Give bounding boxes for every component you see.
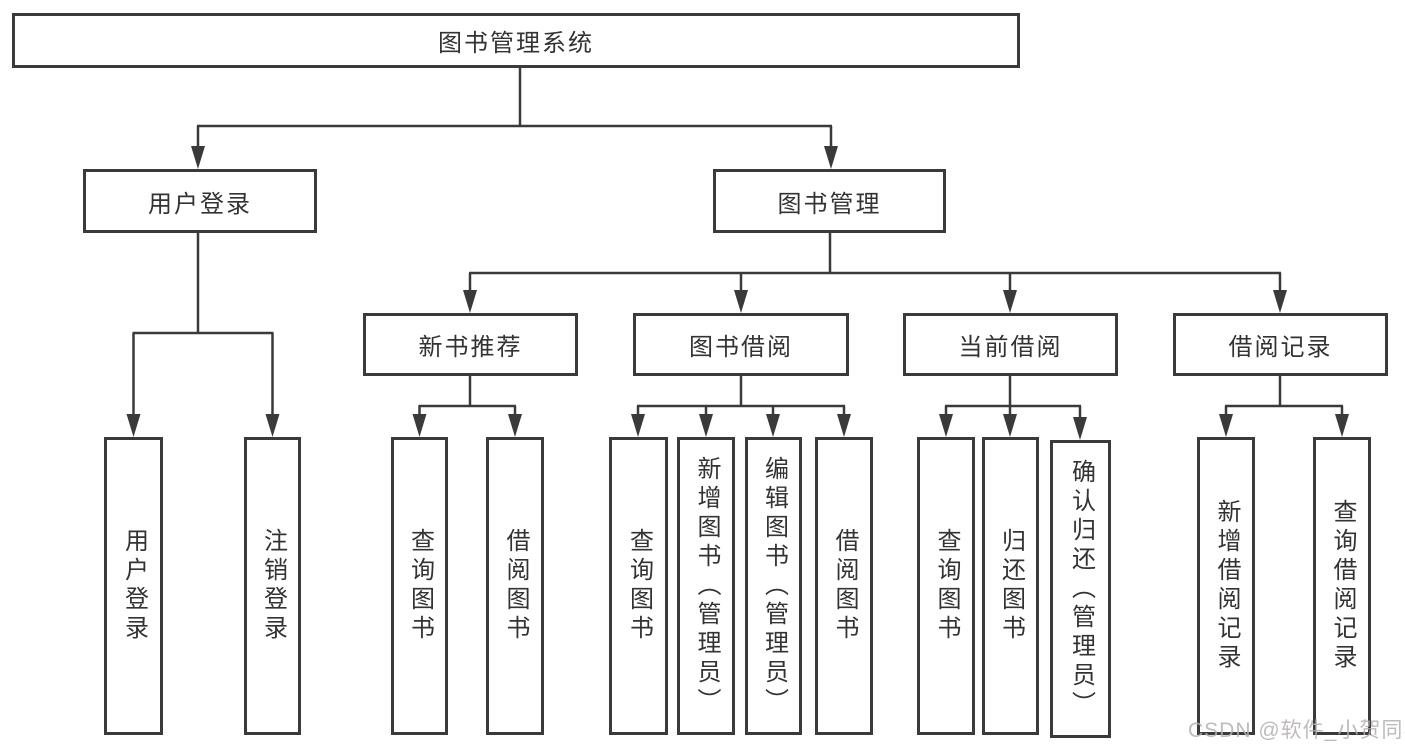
node-book-management: 图书管理 bbox=[713, 169, 946, 233]
leaf-br-query-record-label: 查询借阅记录 bbox=[1329, 499, 1356, 673]
node-user-login: 用户登录 bbox=[83, 169, 317, 233]
leaf-bb-borrow-books: 借阅图书 bbox=[815, 437, 873, 735]
leaf-bb-borrow-books-label: 借阅图书 bbox=[831, 528, 858, 644]
node-book-borrow-label: 图书借阅 bbox=[689, 334, 793, 361]
node-book-management-label: 图书管理 bbox=[777, 190, 882, 218]
leaf-user-login: 用户登录 bbox=[104, 437, 163, 735]
leaf-cb-confirm-return-admin: 确认归还（管理员） bbox=[1050, 440, 1111, 738]
leaf-nb-borrow-books: 借阅图书 bbox=[486, 437, 544, 735]
leaf-br-query-record: 查询借阅记录 bbox=[1313, 437, 1371, 735]
leaf-cb-return-books-label: 归还图书 bbox=[997, 528, 1025, 644]
leaf-bb-edit-books-admin: 编辑图书（管理员） bbox=[745, 437, 802, 735]
leaf-cb-query-books-label: 查询图书 bbox=[933, 528, 960, 644]
leaf-cb-return-books: 归还图书 bbox=[982, 437, 1039, 735]
leaf-bb-edit-books-admin-label: 编辑图书（管理员） bbox=[760, 455, 788, 717]
leaf-br-add-record: 新增借阅记录 bbox=[1197, 437, 1255, 735]
leaf-nb-query-books-label: 查询图书 bbox=[406, 528, 434, 644]
leaf-bb-add-books-admin: 新增图书（管理员） bbox=[677, 437, 735, 735]
leaf-cb-query-books: 查询图书 bbox=[917, 437, 975, 735]
node-library-system: 图书管理系统 bbox=[12, 13, 1020, 68]
node-borrow-records: 借阅记录 bbox=[1173, 313, 1388, 376]
leaf-nb-borrow-books-label: 借阅图书 bbox=[502, 528, 529, 644]
leaf-nb-query-books: 查询图书 bbox=[391, 437, 448, 735]
node-current-borrow-label: 当前借阅 bbox=[958, 334, 1063, 361]
leaf-user-login-label: 用户登录 bbox=[120, 528, 148, 644]
node-new-book-recommend-label: 新书推荐 bbox=[418, 334, 523, 361]
node-new-book-recommend: 新书推荐 bbox=[363, 313, 578, 376]
csdn-watermark: CSDN @软件_小贺同学 bbox=[1188, 719, 1405, 742]
leaf-br-add-record-label: 新增借阅记录 bbox=[1213, 499, 1240, 673]
node-current-borrow: 当前借阅 bbox=[903, 313, 1118, 376]
leaf-bb-query-books: 查询图书 bbox=[609, 437, 668, 735]
leaf-bb-add-books-admin-label: 新增图书（管理员） bbox=[693, 455, 720, 717]
node-book-borrow: 图书借阅 bbox=[633, 313, 849, 376]
leaf-bb-query-books-label: 查询图书 bbox=[625, 528, 653, 644]
node-user-login-label: 用户登录 bbox=[148, 190, 252, 218]
leaf-cb-confirm-return-admin-label: 确认归还（管理员） bbox=[1067, 458, 1095, 720]
leaf-logout: 注销登录 bbox=[244, 437, 301, 735]
node-borrow-records-label: 借阅记录 bbox=[1228, 334, 1333, 361]
leaf-logout-label: 注销登录 bbox=[259, 528, 287, 644]
node-library-system-label: 图书管理系统 bbox=[438, 30, 594, 57]
